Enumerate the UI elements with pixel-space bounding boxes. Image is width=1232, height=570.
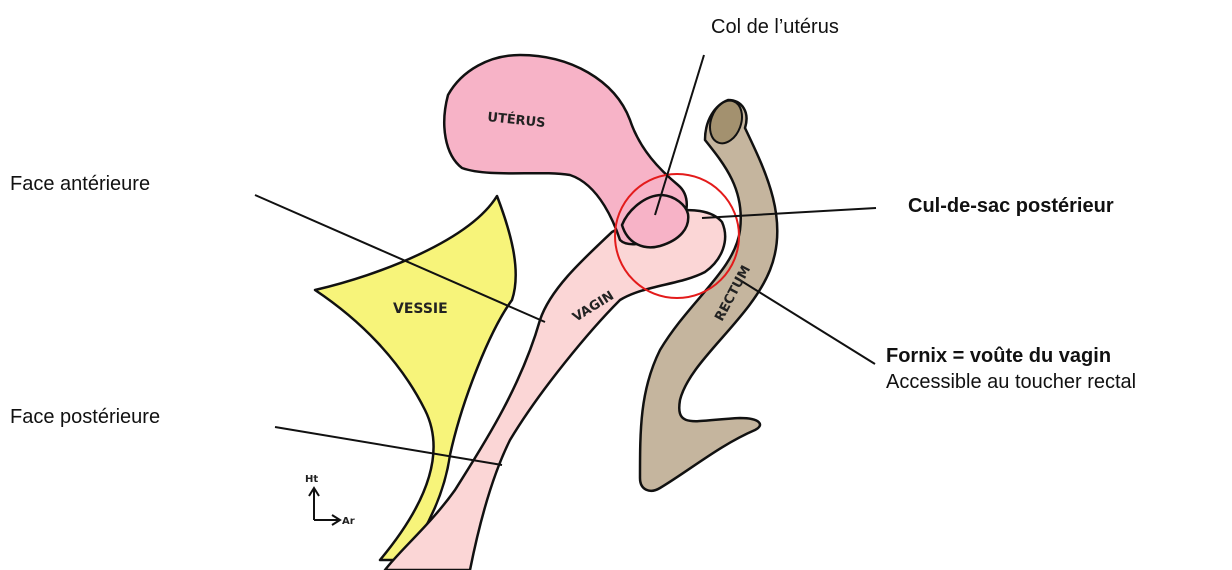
label-fornix-desc: Accessible au toucher rectal [886, 370, 1136, 394]
organ-label-vessie: VESSIE [393, 301, 448, 317]
orientation-back-label: Ar [342, 516, 355, 527]
pointer-face-posterieure [275, 427, 502, 465]
label-fornix-title: Fornix = voûte du vagin [886, 344, 1111, 368]
label-face-anterieure: Face antérieure [10, 172, 150, 196]
pointer-cul-de-sac [702, 208, 876, 218]
label-col-uterus: Col de l’utérus [711, 15, 839, 39]
label-face-posterieure: Face postérieure [10, 405, 160, 429]
pointer-fornix [735, 277, 875, 364]
orientation-indicator: Ht Ar [305, 474, 355, 527]
orientation-up-label: Ht [305, 474, 318, 485]
label-cul-de-sac: Cul-de-sac postérieur [908, 194, 1114, 218]
